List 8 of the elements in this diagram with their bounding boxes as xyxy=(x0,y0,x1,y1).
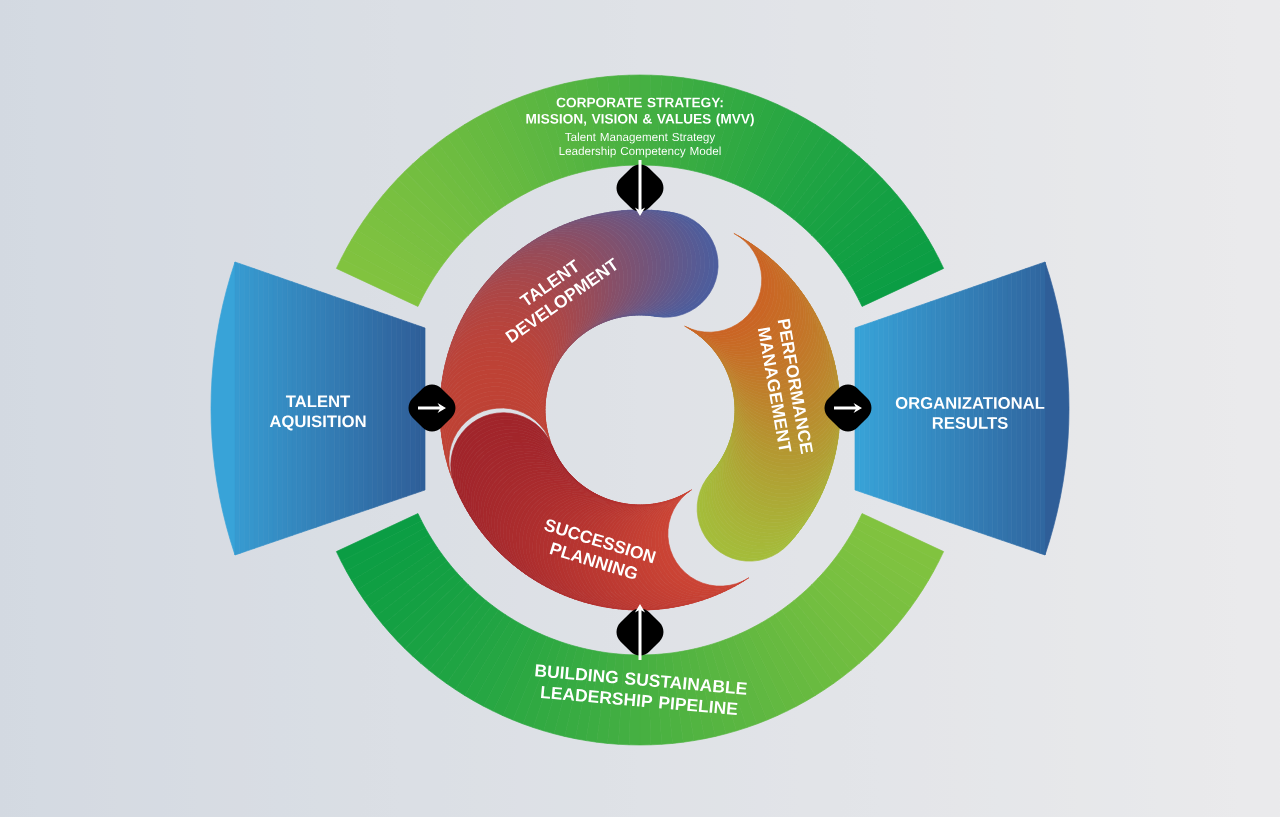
node-label: Leadership Competency Model xyxy=(559,146,721,158)
acquisition-panel: TALENT AQUISITION xyxy=(210,261,426,556)
node-label: TALENT AQUISITION xyxy=(269,395,366,431)
node-label: ORGANIZATIONAL RESULTS xyxy=(895,397,1045,429)
node-label: BUILDING SUSTAINABLE LEADERSHIP PIPELINE xyxy=(535,664,747,716)
results-panel: ORGANIZATIONAL RESULTS xyxy=(854,261,1070,556)
node-label: CORPORATE STRATEGY: MISSION, VISION & VALUES (MVV) xyxy=(526,97,754,127)
node-label: Talent Management Strategy xyxy=(565,132,716,144)
